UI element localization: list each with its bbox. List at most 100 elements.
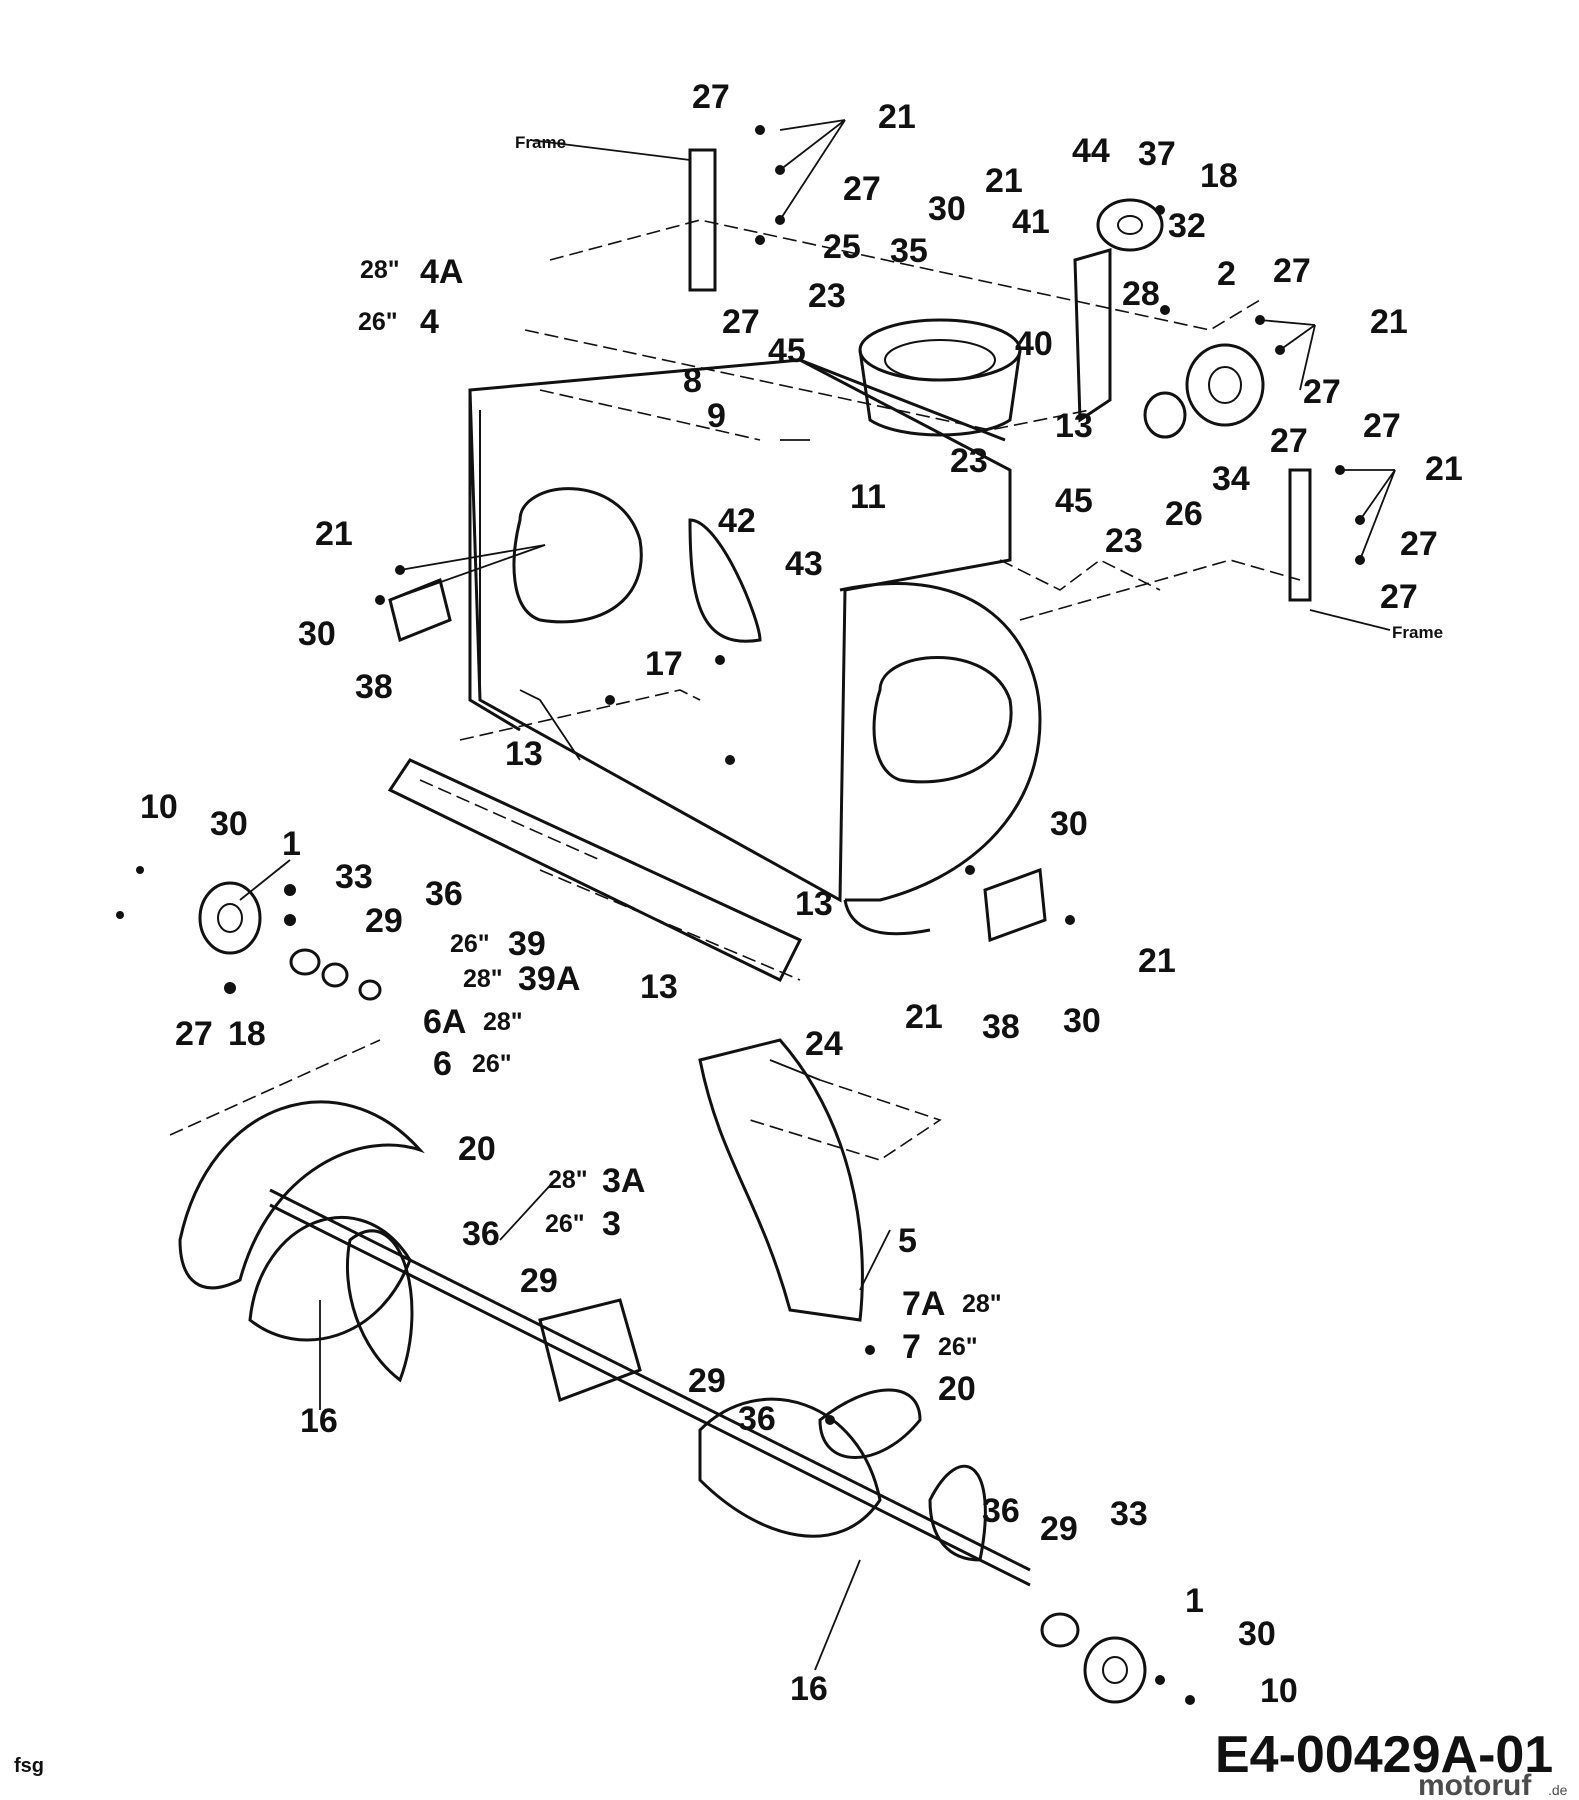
hardware-dots [116,125,1365,1705]
callout: 4A [420,253,463,291]
footer-left: fsg [14,1755,44,1777]
skid-shoe-left [388,577,452,643]
size-label: 26" [938,1333,978,1361]
callout: 33 [1110,1495,1148,1533]
callout: 37 [1138,135,1176,173]
callout: 30 [210,805,248,843]
callout: 6 [433,1045,452,1083]
callout: 11 [850,478,886,516]
callout: 23 [808,277,846,315]
callout: 21 [878,98,916,136]
callout: 43 [785,545,823,583]
leader-lines [239,119,1396,1671]
callout: 10 [1260,1672,1298,1710]
callout: 4 [420,303,439,341]
callout: 17 [645,645,683,683]
callout: 28 [1122,275,1160,313]
callout: 13 [795,885,833,923]
size-label: 26" [545,1210,585,1238]
callout: 16 [300,1402,338,1440]
callout: 36 [425,875,463,913]
callout: 27 [175,1015,213,1053]
callout: 30 [298,615,336,653]
callout: 21 [905,998,943,1036]
callout: 21 [1425,450,1463,488]
frame-bracket-right: Frame [1288,468,1443,642]
callout: 13 [505,735,543,773]
callout: 3 [602,1205,621,1243]
callout: 10 [140,788,178,826]
callout: 39A [518,960,580,998]
callout: 30 [928,190,966,228]
callout: 45 [1055,482,1093,520]
callout: 24 [805,1025,843,1063]
callout: 5 [898,1222,917,1260]
callout: 9 [707,397,726,435]
callout: 29 [520,1262,558,1300]
callout: 21 [985,162,1023,200]
callout: 27 [1270,422,1308,460]
callout: 8 [683,362,702,400]
callout: 36 [462,1215,500,1253]
callout: 20 [938,1370,976,1408]
callout: 29 [688,1362,726,1400]
callout: 30 [1238,1615,1276,1653]
callout: 30 [1050,805,1088,843]
callout: 1 [1185,1582,1204,1620]
size-label: 28" [360,256,400,284]
callout: 23 [950,442,988,480]
callout: 27 [1380,578,1418,616]
callout: 27 [1400,525,1438,563]
auger-housing [468,358,1042,936]
auger-assembly [178,1038,1147,1704]
callout-numbers: 27 21 27 27 44 37 18 21 30 41 32 35 25 4… [140,78,1463,1710]
callout: 21 [1138,942,1176,980]
chute-base [858,318,1022,437]
callout: 18 [228,1015,266,1053]
size-label: 28" [962,1290,1002,1318]
callout: 27 [1273,252,1311,290]
callout: 45 [768,332,806,370]
callout: 26 [1165,495,1203,533]
callout: 16 [790,1670,828,1708]
callout: 21 [315,515,353,553]
bearing-left [198,881,382,1001]
size-label: 28" [483,1008,523,1036]
size-labels: 28" 26" 26" 28" 28" 26" 28" 26" 28" 26" [358,256,1002,1361]
size-label: 26" [450,930,490,958]
callout: 35 [890,232,928,270]
callout: 32 [1168,207,1206,245]
drawing-number: E4-00429A-01 [1215,1726,1553,1784]
size-label: 28" [463,965,503,993]
callout: 36 [982,1492,1020,1530]
frame-label-right: Frame [1392,623,1443,642]
callout: 21 [1370,303,1408,341]
callout: 6A [423,1003,466,1041]
callout: 38 [355,668,393,706]
watermark-suffix: .de [1548,1782,1568,1798]
callout: 29 [1040,1510,1078,1548]
callout: 44 [1072,132,1110,170]
scraper-bar [387,758,803,982]
size-label: 26" [358,308,398,336]
callout: 38 [982,1008,1020,1046]
callout: 29 [365,902,403,940]
callout: 23 [1105,522,1143,560]
callout: 27 [1303,373,1341,411]
size-label: 26" [472,1050,512,1078]
callout: 39 [508,925,546,963]
frame-label-left: Frame [515,133,566,152]
callout: 36 [738,1400,776,1438]
callout: 27 [692,78,730,116]
callout: 33 [335,858,373,896]
callout: 27 [722,303,760,341]
watermark-text: motoruf [1418,1769,1532,1800]
callout: 7A [902,1285,945,1323]
callout: 30 [1063,1002,1101,1040]
callout: 13 [640,968,678,1006]
callout: 13 [1055,407,1093,445]
callout: 3A [602,1162,645,1200]
callout: 27 [1363,407,1401,445]
callout: 41 [1012,203,1050,241]
